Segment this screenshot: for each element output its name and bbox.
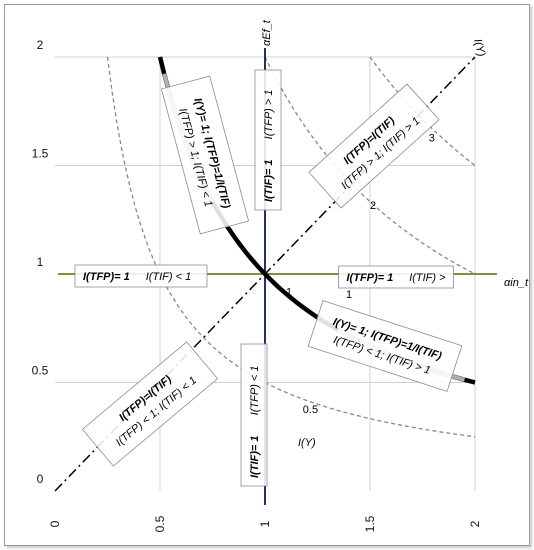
annotation-box [81, 341, 219, 467]
annotation-italic-text: I(TFP) > 1 [263, 89, 275, 139]
x-tick-label: 0.5 [153, 515, 167, 532]
annotation-box [160, 75, 250, 235]
annotation-italic-text: I(TIF) > [409, 272, 446, 284]
y-tick-label: 0 [37, 472, 44, 486]
annotation-bold-text: I(TIF)= 1 [249, 436, 261, 478]
y-tick-label: 1 [37, 255, 44, 269]
x-tick-label: 0 [48, 520, 62, 527]
isoquant-label: 2 [370, 200, 376, 212]
annotation-bottom-right: I(Y)= 1; I(TFP)=1/I(TIF)I(TFP) < 1; I(TI… [307, 300, 463, 392]
annotation-extra-text: 1 [346, 289, 352, 301]
isoquant-label: 0.5 [303, 404, 318, 416]
y-tick-label: 1.5 [32, 147, 49, 161]
annotation-box [338, 265, 454, 289]
x-axis-label: αin_t [504, 277, 529, 289]
annotation-right-horizontal: I(TFP)= 1 I(TIF) > [338, 265, 454, 289]
annotations: I(Y)= 1; I(TFP)=1/I(TIF)I(TFP) > 1; I(TI… [74, 69, 463, 487]
annotation-box [254, 69, 282, 211]
x-tick-label: 1.5 [363, 515, 377, 532]
isoquant-curve [106, 56, 476, 438]
annotation-top-left: I(Y)= 1; I(TFP)=1/I(TIF)I(TFP) > 1; I(TI… [160, 75, 250, 235]
annotation-box [308, 83, 440, 209]
y-tick-label: 0.5 [32, 364, 49, 378]
annotation-bold-text: I(TFP)= 1 [83, 271, 130, 283]
annotation-top-vertical: I(TIF)= 1 I(TFP) > 1 [254, 69, 282, 211]
annotation-bold-text: I(TFP)= 1 [347, 272, 394, 284]
isoquant-label: 1 [286, 287, 292, 299]
annotation-bottom-left: I(TFP)=I(TIF)I(TFP) < 1; I(TIF) < 1 [81, 341, 219, 467]
y-tick-label: 2 [37, 38, 44, 52]
annotation-left-horizontal: I(TFP)= 1 I(TIF) < 1 [74, 264, 208, 288]
isoquants: 0.5 1 2 3 [106, 56, 476, 438]
x-tick-label: 1 [258, 520, 272, 527]
isoquant-curve [264, 56, 476, 275]
isoquant-extra-label: I(Y) [298, 437, 316, 449]
annotation-box [307, 300, 463, 392]
annotation-bold-text: I(TIF)= 1 [263, 160, 275, 202]
y-axis-label: αEf_t [261, 19, 273, 46]
annotation-top-right: I(TFP)=I(TIF)I(TFP) > 1; I(TIF) > 1 [308, 83, 440, 209]
annotation-italic-text: I(TIF) < 1 [146, 271, 192, 283]
annotation-italic-text: I(TFP) < 1 [249, 365, 261, 415]
diagonal-label: I(Y) [471, 38, 487, 59]
x-tick-label: 2 [468, 520, 482, 527]
tick-labels: 0 0.5 1 1.5 2 0 0.5 1 1.5 2 [32, 38, 482, 532]
annotation-box [240, 343, 268, 487]
annotation-bottom-vertical: I(TIF)= 1 I(TFP) < 1 [240, 343, 268, 487]
annotation-box [74, 264, 208, 288]
isoquant-label: 3 [429, 133, 435, 145]
isoquant-curve [369, 56, 476, 167]
